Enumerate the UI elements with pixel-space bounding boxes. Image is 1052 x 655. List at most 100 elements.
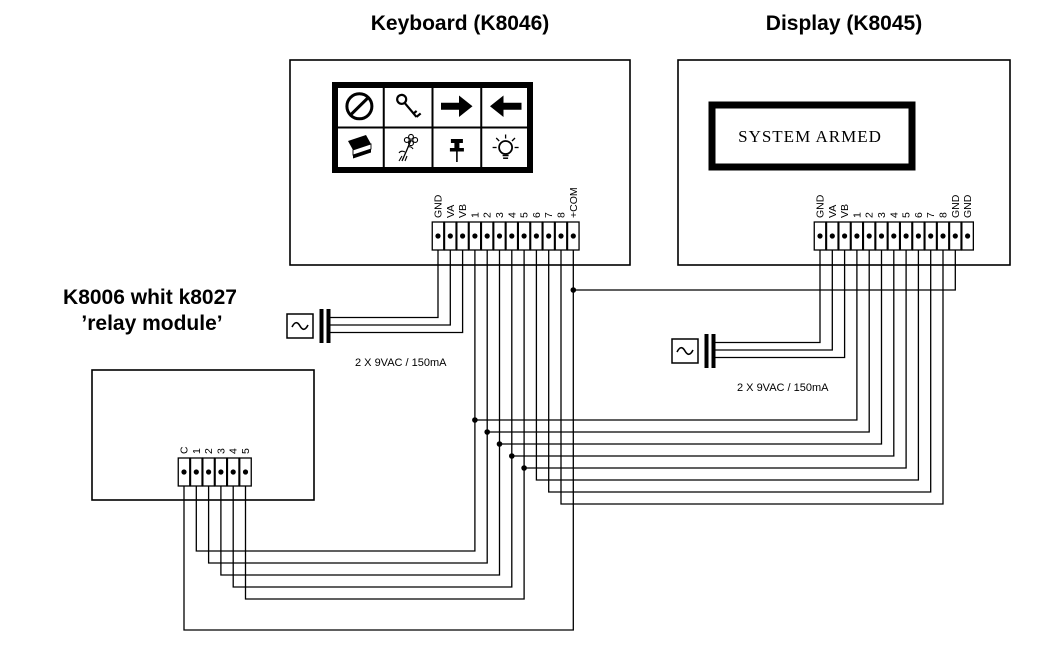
keyboard-terminal <box>468 221 482 251</box>
junction-dot <box>509 453 515 459</box>
display-terminal-label: 1 <box>851 212 863 218</box>
relay-label-line2: ’relay module’ <box>81 312 222 335</box>
wire-ch4-keyboard-relay <box>232 250 513 588</box>
wire-ch4-display <box>511 250 895 457</box>
display-terminal <box>936 221 950 251</box>
display-terminal <box>924 221 938 251</box>
lightbulb-icon <box>492 134 519 159</box>
display-terminal-label: GND <box>950 194 962 218</box>
book-icon <box>348 135 372 159</box>
lcd-text: SYSTEM ARMED <box>738 127 882 146</box>
keyboard-terminal-label: 8 <box>556 212 568 218</box>
display-terminal <box>961 221 974 251</box>
relay-terminal-label: 4 <box>228 448 240 454</box>
keyboard-terminal <box>554 221 568 251</box>
relay-terminal <box>226 457 240 487</box>
display-terminal-label: GND <box>815 194 827 218</box>
wire-psu1-vb <box>330 250 464 334</box>
wire-ch6 <box>535 250 920 481</box>
wire-ch1-display <box>474 250 858 421</box>
keyboard-terminal-label: 6 <box>531 212 543 218</box>
wire-ch7 <box>548 250 932 493</box>
arrow-left-icon <box>490 95 522 117</box>
keyboard-terminal-label: 5 <box>519 212 531 218</box>
wire-psu1-va <box>330 250 451 326</box>
ac-sine-icon <box>291 321 309 331</box>
wire-psu2-vb <box>715 250 846 359</box>
keyboard-terminal <box>443 221 457 251</box>
display-terminal <box>887 221 901 251</box>
key-icon <box>396 93 422 118</box>
display-terminal-label: 8 <box>938 212 950 218</box>
display-terminal <box>899 221 913 251</box>
wire-ch2-display <box>487 250 870 433</box>
display-terminal-label: VA <box>827 205 839 218</box>
keyboard-terminal <box>480 221 494 251</box>
arrow-right-icon <box>441 95 473 117</box>
keyboard-title: Keyboard (K8046) <box>371 12 550 35</box>
transformer-bar <box>704 334 709 368</box>
relay-terminal-label: 2 <box>203 448 215 454</box>
relay-terminal-label: 5 <box>240 448 252 454</box>
lcd-frame <box>708 101 916 171</box>
display-psu-label: 2 X 9VAC / 150mA <box>737 382 829 394</box>
display-terminal-label: 4 <box>888 212 900 218</box>
relay-label-line1: K8006 whit k8027 <box>63 286 237 309</box>
display-terminal-label: GND <box>962 194 974 218</box>
display-terminal <box>838 221 851 251</box>
relay-terminal <box>202 457 216 487</box>
display-title: Display (K8045) <box>766 12 922 35</box>
keyboard-terminal-label: VB <box>457 204 469 218</box>
keyboard-terminal-label: 7 <box>543 212 555 218</box>
wire-ch5-display <box>524 250 907 469</box>
keyboard-terminal-label: 2 <box>482 212 494 218</box>
wire-ch1-keyboard-relay <box>195 250 476 552</box>
keyboard-terminal-label: +COM <box>568 187 580 218</box>
display-terminal <box>875 221 888 251</box>
relay-terminal <box>214 457 228 487</box>
keyboard-terminal-label: 4 <box>506 212 518 218</box>
keyboard-terminal <box>566 221 580 251</box>
keyboard-terminal <box>517 221 531 251</box>
keyboard-terminal <box>431 221 445 251</box>
display-terminal-label: 6 <box>913 212 925 218</box>
display-terminal <box>862 221 876 251</box>
relay-unit: K8006 whit k8027 ’relay module’ <box>63 286 315 501</box>
transformer-bar <box>711 334 716 368</box>
keyboard-terminal-label: 1 <box>469 212 481 218</box>
keyboard-psu-label: 2 X 9VAC / 150mA <box>355 357 447 369</box>
keyboard-terminal-label: VA <box>445 205 457 218</box>
display-terminal-label: 2 <box>864 212 876 218</box>
display-terminal <box>825 221 839 251</box>
wire-ch3-display <box>499 250 883 445</box>
wires <box>183 250 956 631</box>
keyboard-terminal <box>530 221 543 251</box>
keyboard-terminal <box>542 221 556 251</box>
display-psu: 2 X 9VAC / 150mA <box>671 334 829 394</box>
junction-dots <box>472 287 577 471</box>
display-lcd: SYSTEM ARMED <box>708 101 916 171</box>
display-terminal <box>912 221 925 251</box>
relay-terminal <box>189 457 203 487</box>
junction-dot <box>496 441 503 447</box>
wire-com-display-gnd <box>573 250 956 291</box>
display-terminal <box>813 221 827 251</box>
relay-terminal <box>177 457 191 487</box>
ac-sine-icon <box>676 346 694 356</box>
relay-terminal-label: 3 <box>215 448 227 454</box>
relay-terminal-strip: C 1 2 3 4 5 <box>177 446 252 487</box>
relay-terminal-label: C <box>179 446 191 454</box>
junction-dot <box>472 417 478 423</box>
wire-psu2-gnd <box>715 250 821 344</box>
wire-ch5-keyboard-relay <box>244 250 525 600</box>
display-terminal-label: 3 <box>876 212 888 218</box>
keyboard-terminal-label: GND <box>433 194 445 218</box>
display-terminal-label: 5 <box>901 212 913 218</box>
keyboard-terminal-label: 3 <box>494 212 506 218</box>
wire-ch2-keyboard-relay <box>207 250 488 564</box>
wire-ch3-keyboard-relay <box>220 250 501 576</box>
prohibition-icon <box>345 92 374 121</box>
display-terminal <box>948 221 962 251</box>
display-terminal-label: 7 <box>925 212 937 218</box>
